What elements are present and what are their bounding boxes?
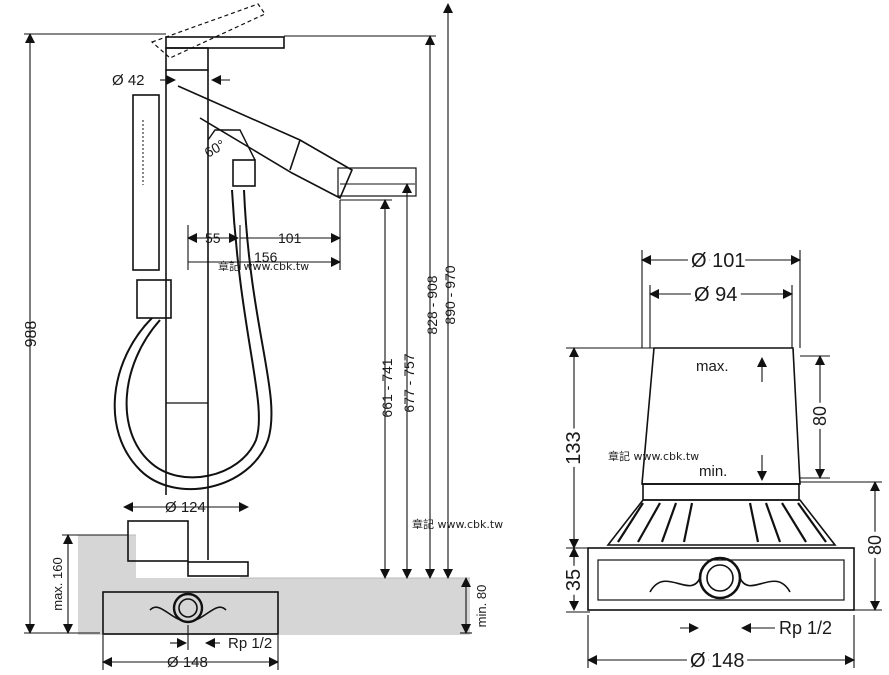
dim-base-diameter: Ø 124 [165, 499, 206, 516]
dim-988: 988 [23, 321, 40, 348]
mounting-body [102, 591, 279, 635]
base-ring [187, 561, 249, 577]
right-inlet-port [698, 556, 742, 600]
label-min: min. [699, 463, 727, 480]
dim-101: 101 [278, 230, 302, 246]
floor-raised [78, 535, 136, 580]
right-box-drawing [587, 347, 855, 611]
dim-right-bottom-diameter: Ø 148 [690, 650, 744, 672]
watermark-2: 章記 www.cbk.tw [412, 517, 503, 531]
dim-156: 156 [254, 249, 278, 265]
dim-min-80: min. 80 [474, 585, 489, 628]
hose-connector [232, 159, 256, 187]
hand-shower [132, 94, 160, 271]
watermark-3: 章記 www.cbk.tw [608, 449, 699, 463]
dim-adjust-80: 80 [810, 406, 830, 426]
watermark-1: 章記 www.cbk.tw [218, 259, 309, 273]
right-base [587, 547, 855, 611]
base-flange [127, 520, 189, 562]
dim-677-757: 677 - 757 [401, 353, 417, 412]
floor-ground [78, 578, 470, 635]
dim-outlet-diameter: Ø 42 [112, 72, 145, 89]
dim-inner-diameter: Ø 94 [694, 284, 737, 306]
dim-bottom-diameter: Ø 148 [167, 654, 208, 671]
dim-max-160: max. 160 [50, 557, 65, 610]
left-dimension-labels: 988 Ø 42 60° 55 101 156 Ø 124 max. 160 m… [23, 72, 489, 671]
dim-55: 55 [205, 230, 221, 246]
dim-35: 35 [563, 569, 585, 591]
dim-right-rp-thread: Rp 1/2 [779, 618, 832, 638]
dim-angle: 60° [202, 136, 228, 160]
dim-rp-thread: Rp 1/2 [228, 635, 272, 652]
right-dimension-lines [566, 250, 882, 668]
spout [177, 85, 354, 200]
dim-outer-diameter: Ø 101 [691, 250, 745, 272]
spout-support [207, 129, 256, 161]
dim-890-970: 890 - 970 [442, 265, 458, 324]
lever-handle [165, 36, 285, 49]
handle-body [165, 47, 209, 71]
left-dimension-lines [24, 3, 472, 670]
outlet [337, 167, 417, 197]
label-max: max. [696, 358, 729, 375]
watermarks: 章記 www.cbk.tw 章記 www.cbk.tw 章記 www.cbk.t… [218, 259, 699, 531]
dim-828-908: 828 - 908 [424, 275, 440, 334]
dim-133: 133 [563, 431, 585, 464]
dim-base-80: 80 [865, 535, 885, 555]
shower-hose [113, 189, 273, 491]
lattice-frame [606, 499, 837, 546]
left-faucet-drawing [78, 3, 470, 635]
shower-holder [136, 279, 172, 319]
dim-661-741: 661 - 741 [379, 358, 395, 417]
right-dimension-labels: Ø 101 Ø 94 max. min. 80 133 35 80 Rp 1/2… [559, 246, 889, 675]
